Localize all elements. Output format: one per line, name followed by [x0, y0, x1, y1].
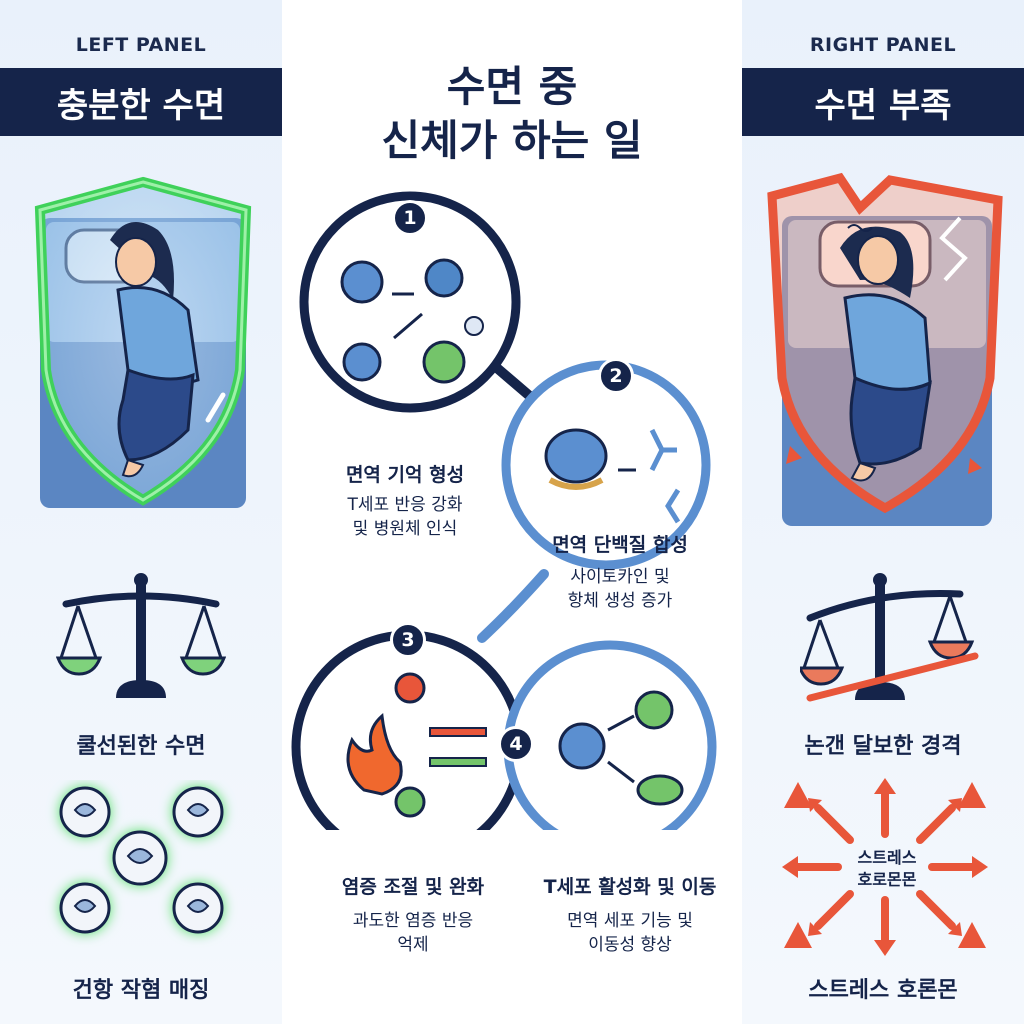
stress-center-line1: 스트레스 — [857, 848, 917, 867]
left-cells-label: 건항 작혐 매징 — [72, 978, 210, 1003]
step2-desc-line2: 항체 생성 증가 — [567, 591, 673, 611]
step4-desc-line2: 이동성 향상 — [588, 935, 672, 955]
right-stress-label: 스트레스 호론몬 — [808, 978, 958, 1003]
balance-scale-icon — [56, 573, 226, 698]
step4-number-badge: 4 — [498, 726, 534, 762]
step1-number-badge: 1 — [392, 200, 428, 236]
step3-desc-line1: 과도한 염증 반응 — [352, 911, 474, 931]
t-cell-icon — [340, 260, 384, 382]
immune-steps-diagram — [291, 191, 717, 830]
step4-desc-line1: 면역 세포 기능 및 — [567, 911, 693, 931]
step2-number-badge: 2 — [598, 358, 634, 394]
step3-number-badge: 3 — [390, 622, 426, 658]
step2-title: 면역 단백질 합성 — [552, 534, 688, 556]
sleeping-woman-icon — [110, 222, 200, 478]
white-blood-cell-icon — [73, 803, 210, 913]
virus-icon — [422, 258, 466, 384]
tilted-scale-icon — [800, 573, 979, 702]
fire-icon — [346, 712, 403, 796]
step1-title: 면역 기억 형성 — [345, 464, 465, 486]
step3-title: 염증 조절 및 완화 — [341, 876, 485, 898]
stress-center-line2: 호로몬몬 — [857, 870, 917, 889]
healthy-sleep-illustration — [34, 176, 252, 508]
step1-desc-line2: 및 병원체 인식 — [352, 519, 458, 539]
right-balance-label: 논갠 달보한 경격 — [804, 734, 962, 759]
restless-woman-icon — [840, 224, 932, 482]
main-title-line2: 신체가 하는 일 — [381, 116, 643, 165]
step2-desc-line1: 사이토카인 및 — [570, 567, 670, 587]
warning-icon — [784, 782, 986, 948]
healthy-cells-illustration — [59, 786, 224, 934]
left-balance-label: 쿨선된한 수면 — [76, 734, 206, 759]
antibody-icon — [649, 428, 681, 524]
step4-title: T세포 활성화 및 이동 — [543, 876, 717, 898]
sleep-deprived-illustration — [767, 172, 1003, 526]
left-panel-tag: LEFT PANEL — [75, 34, 207, 56]
step3-desc-line2: 억제 — [397, 935, 429, 955]
left-panel-banner: 충분한 수면 — [0, 68, 282, 136]
main-title-line1: 수면 중 — [446, 62, 578, 111]
right-panel-tag: RIGHT PANEL — [809, 34, 957, 56]
step4-circle — [503, 640, 717, 830]
right-panel-banner: 수면 부족 — [742, 68, 1024, 136]
step1-desc-line1: T세포 반응 강화 — [347, 495, 463, 515]
stress-arrows-illustration — [782, 778, 988, 956]
